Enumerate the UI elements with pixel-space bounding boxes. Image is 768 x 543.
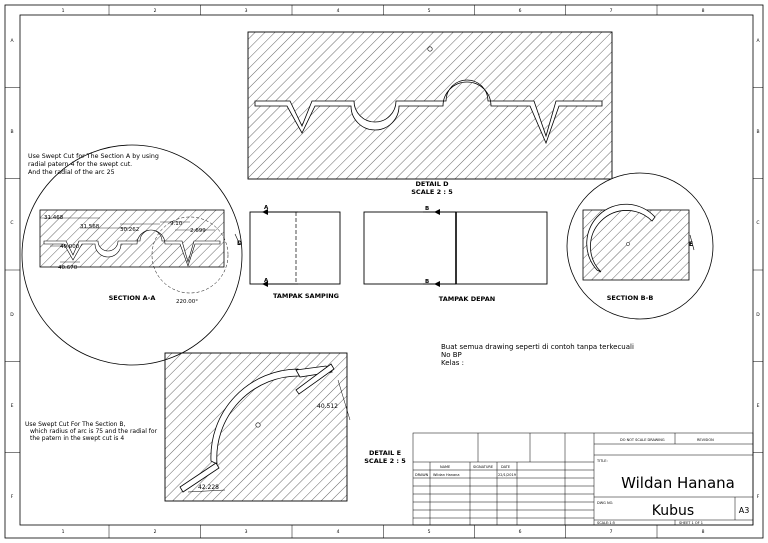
- title-block: [412, 432, 754, 526]
- svg-text:Kelas :: Kelas :: [441, 359, 464, 367]
- zone-row-label-right: C: [756, 220, 759, 226]
- zone-row-label-left: D: [10, 312, 14, 318]
- zone-row-label-right: F: [757, 494, 760, 500]
- detail-d-view: [247, 31, 613, 180]
- tb-do-not-scale: DO NOT SCALE DRAWING: [620, 438, 665, 442]
- section-b-marker: E: [689, 241, 693, 248]
- zone-column-label-top: 4: [337, 8, 340, 14]
- section-a-dim-1: 31.468: [44, 215, 64, 221]
- detail-d-scale: SCALE 2 : 5: [411, 188, 453, 196]
- tb-name-header: NAME: [440, 465, 450, 469]
- zone-column-label-bottom: 6: [519, 529, 522, 535]
- zone-column-label-top: 5: [428, 8, 431, 14]
- svg-text:And the radial of the arc 25: And the radial of the arc 25: [28, 169, 115, 176]
- detail-e-view: [164, 352, 351, 502]
- side-view-title: TAMPAK SAMPING: [273, 292, 339, 300]
- zone-column-label-bottom: 1: [62, 529, 65, 535]
- zone-row-label-left: B: [10, 129, 13, 135]
- detail-e-title: DETAIL E: [369, 449, 401, 457]
- zone-column-label-bottom: 7: [610, 529, 613, 535]
- svg-text:Buat semua drawing seperti di: Buat semua drawing seperti di contoh tan…: [441, 343, 634, 351]
- side-view-arrow-bottom: A: [264, 278, 269, 284]
- tb-title-label: TITLE:: [596, 459, 608, 463]
- section-a-view: [21, 144, 243, 366]
- svg-text:Use Swept Cut for The Section: Use Swept Cut for The Section A by using: [28, 153, 159, 160]
- front-view-arrow-bottom: B: [425, 279, 429, 285]
- zone-column-label-top: 2: [154, 8, 157, 14]
- tb-drawn-date: 22/1/2019: [498, 473, 516, 477]
- front-view-title: TAMPAK DEPAN: [439, 295, 495, 303]
- zone-row-label-left: A: [10, 38, 14, 44]
- front-view-arrow-top: B: [425, 206, 429, 212]
- svg-text:No BP: No BP: [441, 351, 462, 359]
- zone-row-label-left: E: [11, 403, 14, 409]
- zone-row-label-left: C: [10, 220, 13, 226]
- instructions: Buat semua drawing seperti di contoh tan…: [441, 343, 634, 367]
- zone-column-label-bottom: 5: [428, 529, 431, 535]
- zone-row-label-left: F: [11, 494, 14, 500]
- section-a-dim-8: 220.00°: [176, 299, 198, 305]
- detail-e-scale: SCALE 2 : 5: [364, 457, 406, 465]
- section-a-dim-7: 40.670: [58, 265, 78, 271]
- section-a-title: SECTION A-A: [109, 294, 156, 302]
- svg-text:radial patern 4 for the swept: radial patern 4 for the swept cut.: [28, 161, 132, 168]
- section-a-dim-5: 2.699: [190, 228, 206, 234]
- side-view-arrow-top: A: [264, 205, 269, 211]
- detail-e-dim-a: 40.512: [317, 403, 338, 410]
- zone-column-label-top: 8: [702, 8, 705, 14]
- tb-date-header: DATE: [501, 465, 510, 469]
- tb-title-value: Wildan Hanana: [621, 474, 735, 492]
- zone-column-label-bottom: 2: [154, 529, 157, 535]
- zone-column-label-bottom: 4: [337, 529, 340, 535]
- zone-column-label-top: 3: [245, 8, 248, 14]
- zone-column-label-top: 7: [610, 8, 613, 14]
- zone-column-label-top: 1: [62, 8, 65, 14]
- zone-row-label-right: E: [757, 403, 760, 409]
- section-a-dim-6: 40.000: [60, 244, 80, 250]
- svg-text:which radius of arc is 75 and: which radius of arc is 75 and the radial…: [30, 428, 158, 435]
- svg-text:Use Swept Cut For The Section: Use Swept Cut For The Section B,: [25, 421, 126, 428]
- section-a-note: Use Swept Cut for The Section A by using…: [28, 153, 159, 176]
- side-view: [249, 209, 341, 287]
- zone-row-label-right: A: [756, 38, 760, 44]
- zone-column-label-bottom: 8: [702, 529, 705, 535]
- tb-revision: REVISION: [697, 438, 714, 442]
- zone-row-label-right: D: [756, 312, 760, 318]
- front-view: [363, 209, 548, 287]
- section-b-note: Use Swept Cut For The Section B, which r…: [25, 421, 158, 442]
- detail-e-dim-b: 42.228: [198, 484, 219, 491]
- zone-column-label-bottom: 3: [245, 529, 248, 535]
- section-a-dim-2: 31.568: [80, 224, 100, 230]
- svg-text:the patern in the swept cut is: the patern in the swept cut is 4: [30, 435, 124, 442]
- section-b-title: SECTION B-B: [607, 294, 654, 302]
- tb-dwg-value: Kubus: [652, 503, 694, 519]
- section-a-marker: D: [237, 240, 242, 247]
- detail-d-title: DETAIL D: [415, 180, 449, 188]
- tb-dwg-label: DWG NO.: [597, 501, 613, 505]
- zone-row-label-right: B: [756, 129, 759, 135]
- section-b-view: [566, 172, 714, 320]
- tb-size: A3: [739, 506, 750, 515]
- tb-sheet: SHEET 1 OF 1: [679, 521, 703, 525]
- tb-drawn-label: DRAWN: [415, 473, 429, 477]
- zone-column-label-top: 6: [519, 8, 522, 14]
- section-a-dim-3: 30.262: [120, 227, 139, 233]
- tb-signature-header: SIGNATURE: [473, 465, 493, 469]
- section-a-dim-4: 9.10: [170, 221, 183, 227]
- tb-drawn-name: Wildan Hanana: [433, 473, 460, 477]
- tb-scale: SCALE:1:5: [597, 521, 615, 525]
